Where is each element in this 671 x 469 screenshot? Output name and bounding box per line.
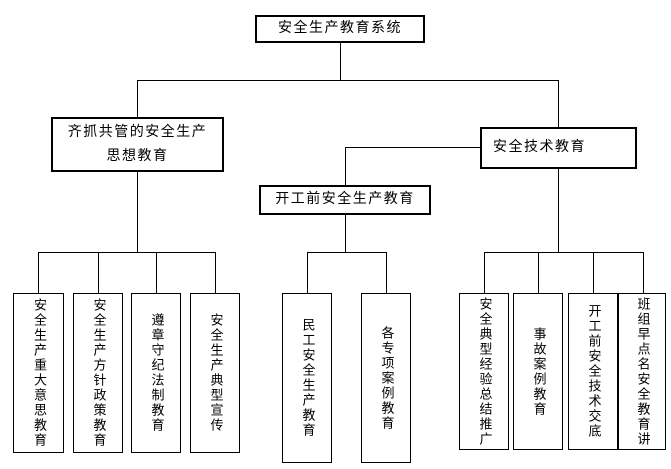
leaf-node-experience-promotion: 安全典型经验总结推广 [459,293,509,450]
connector-root-drop [340,43,341,80]
leaf-label: 民工安全生产教育 [299,318,315,438]
node-left-branch-label-line1: 齐抓共管的安全生产 [67,124,208,141]
leaf-node-safety-major-meaning-education: 安全生产重大意思教育 [13,293,64,453]
leaf-node-migrant-worker-education: 民工安全生产教育 [282,293,332,463]
connector-right-branch-drop [558,80,559,127]
node-middle-branch-label: 开工前安全生产教育 [275,191,415,208]
node-root: 安全生产教育系统 [255,15,425,43]
leaf-node-model-publicity: 安全生产典型宣传 [190,293,240,453]
leaf-label: 事故案例教育 [530,326,546,417]
node-middle-branch: 开工前安全生产教育 [259,185,431,215]
connector-leaf-drop [484,252,485,293]
node-left-branch-label-line2: 思想教育 [106,147,169,164]
leaf-label: 安全生产重大意思教育 [31,298,46,448]
node-root-label: 安全生产教育系统 [278,20,402,37]
connector-left-stem [137,172,138,252]
node-right-branch-label: 安全技术教育 [493,139,586,156]
leaf-label: 安全生产方针政策教育 [90,298,106,448]
connector-right-rail [484,252,644,253]
node-right-branch: 安全技术教育 [480,127,637,169]
connector-leaf-drop [538,252,539,293]
leaf-node-rules-law-education: 遵章守纪法制教育 [131,293,181,453]
leaf-node-accident-case-education: 事故案例教育 [513,293,563,450]
connector-middle-drop [345,147,346,185]
connector-leaf-drop [386,252,387,293]
connector-main-rail [137,80,559,81]
connector-left-branch-drop [137,80,138,117]
leaf-label: 遵章守纪法制教育 [148,313,164,433]
connector-right-stem [558,169,559,252]
leaf-node-pre-work-tech-briefing: 开工前安全技术交底 [568,293,618,450]
connector-middle-link [345,147,480,148]
connector-middle-rail [307,252,387,253]
leaf-node-policy-education: 安全生产方针政策教育 [73,293,123,453]
leaf-label: 班组早点名安全教育讲 [634,296,650,447]
connector-leaf-drop [307,252,308,293]
connector-leaf-drop [215,252,216,293]
leaf-label: 开工前安全技术交底 [585,304,601,439]
leaf-label: 安全典型经验总结推广 [476,296,492,447]
leaf-node-team-rollcall-education: 班组早点名安全教育讲 [618,293,666,450]
connector-leaf-drop [156,252,157,293]
connector-leaf-drop [593,252,594,293]
connector-leaf-drop [98,252,99,293]
connector-leaf-drop [38,252,39,293]
node-left-branch: 齐抓共管的安全生产 思想教育 [51,117,224,172]
connector-leaf-drop [643,252,644,293]
leaf-label: 各专项案例教育 [378,325,394,431]
connector-left-rail [38,252,216,253]
connector-middle-stem [345,215,346,252]
leaf-label: 安全生产典型宣传 [207,313,223,433]
leaf-node-special-case-education: 各专项案例教育 [361,293,411,463]
